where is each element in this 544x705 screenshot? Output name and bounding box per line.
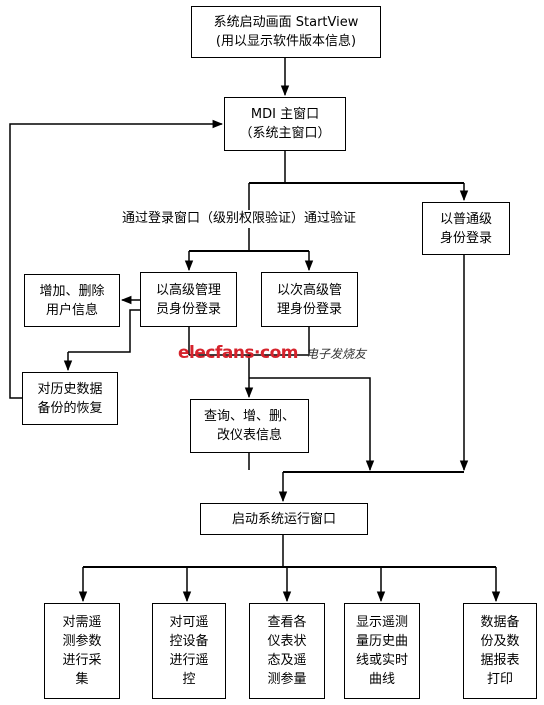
line-restore-to-mdi: [9, 119, 224, 399]
node-b5: 数据备 份及数 据报表 打印: [463, 603, 537, 699]
node-restore-text: 对历史数据 备份的恢复: [37, 381, 103, 416]
watermark-logo: elecfans·com: [178, 343, 298, 363]
node-runwin: 启动系统运行窗口: [200, 503, 368, 535]
node-adduser: 增加、删除 用户信息: [24, 274, 120, 327]
node-b4-text: 显示遥测 量历史曲 线或实时 曲线: [355, 615, 408, 687]
node-startview: 系统启动画面 StartView (用以显示软件版本信息): [191, 6, 381, 58]
node-b3-text: 查看各 仪表状 态及遥 测参量: [267, 615, 307, 687]
node-subsenior: 以次高级管 理身份登录: [261, 272, 358, 327]
node-adduser-text: 增加、删除 用户信息: [39, 283, 105, 318]
line-senior-to-restore: [68, 309, 140, 353]
node-b1: 对需遥 测参数 进行采 集: [44, 603, 120, 699]
node-b2-text: 对可遥 控设备 进行遥 控: [169, 615, 209, 687]
node-subsenior-text: 以次高级管 理身份登录: [276, 282, 342, 317]
node-mdi-text: MDI 主窗口 （系统主窗口）: [239, 107, 331, 141]
node-query: 查询、增、删、 改仪表信息: [190, 399, 309, 453]
watermark: elecfans·com 电子发烧友: [178, 343, 366, 363]
node-normal: 以普通级 身份登录: [422, 202, 510, 255]
node-query-text: 查询、增、删、 改仪表信息: [203, 409, 295, 443]
node-senior: 以高级管理 员身份登录: [140, 272, 237, 327]
node-runwin-text: 启动系统运行窗口: [231, 511, 336, 527]
node-normal-text: 以普通级 身份登录: [439, 211, 492, 246]
node-b3: 查看各 仪表状 态及遥 测参量: [249, 603, 325, 699]
node-restore: 对历史数据 备份的恢复: [22, 372, 118, 425]
line-query-to-run: [249, 377, 375, 472]
node-b1-text: 对需遥 测参数 进行采 集: [62, 615, 102, 687]
node-b2: 对可遥 控设备 进行遥 控: [152, 603, 226, 699]
node-b4: 显示遥测 量历史曲 线或实时 曲线: [344, 603, 420, 699]
node-senior-text: 以高级管理 员身份登录: [155, 282, 221, 317]
node-startview-text: 系统启动画面 StartView (用以显示软件版本信息): [213, 15, 359, 49]
node-verify-text: 通过登录窗口（级别权限验证）通过验证: [122, 211, 357, 226]
node-mdi: MDI 主窗口 （系统主窗口）: [224, 97, 346, 151]
watermark-sub: 电子发烧友: [305, 347, 366, 361]
node-b5-text: 数据备 份及数 据报表 打印: [480, 615, 520, 687]
